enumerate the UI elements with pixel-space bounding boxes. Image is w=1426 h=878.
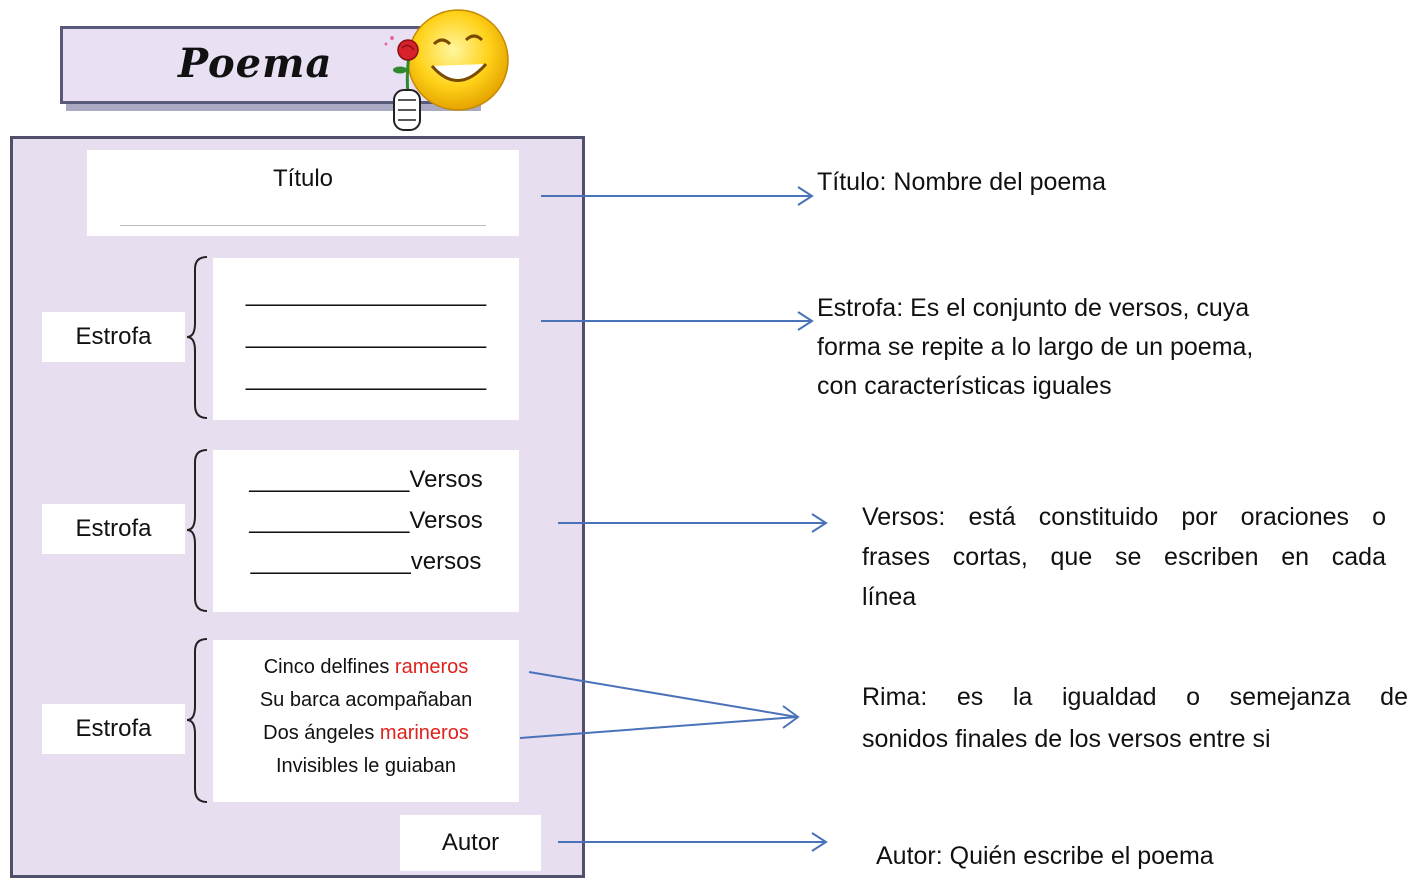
stanza-box-3: [213, 640, 519, 802]
arrow-right-icon: [541, 186, 814, 206]
blank-line: __________________: [245, 280, 487, 307]
poem-line: Dos ángeles marineros: [263, 722, 469, 744]
brace-icon: [186, 449, 208, 612]
estrofa-label: Estrofa: [42, 312, 185, 362]
definition-estrofa: Estrofa: Es el conjunto de versos, cuya …: [817, 294, 1254, 400]
smiley-with-rose-icon: [384, 9, 509, 131]
author-label: Autor: [400, 815, 541, 871]
rhyme-word: rameros: [394, 656, 469, 678]
poem-line: Su barca acompañaban: [259, 689, 473, 711]
banner-title: Poema: [178, 40, 333, 87]
title-box: [87, 150, 519, 236]
title-underline: [120, 225, 486, 226]
definition-autor: Autor: Quién escribe el poema: [876, 842, 1214, 870]
brace-icon: [186, 638, 208, 803]
title-label: Título: [272, 165, 334, 192]
brace-icon: [186, 256, 208, 419]
estrofa-label: Estrofa: [42, 504, 185, 554]
verse-line: ____________versos: [250, 548, 482, 575]
blank-line: __________________: [245, 322, 487, 349]
arrow-right-icon: [558, 832, 828, 852]
estrofa-label: Estrofa: [42, 704, 185, 754]
blank-line: __________________: [245, 364, 487, 391]
definition-titulo: Título: Nombre del poema: [817, 168, 1107, 196]
definition-versos: Versos: está constituido por oraciones o…: [862, 503, 1386, 611]
verse-line: ____________Versos: [249, 507, 483, 534]
stanza-box-2: [213, 450, 519, 612]
arrow-right-icon: [519, 671, 800, 739]
stanza-box-1: [213, 258, 519, 420]
poem-line: Cinco delfines rameros: [263, 656, 469, 678]
arrow-right-icon: [558, 513, 828, 533]
arrow-right-icon: [541, 311, 814, 331]
verse-line: ____________Versos: [249, 466, 483, 493]
definition-rima: Rima: es la igualdad o semejanza de soni…: [862, 683, 1408, 753]
rhyme-word: marineros: [379, 722, 469, 744]
poem-line: Invisibles le guiaban: [275, 755, 457, 777]
